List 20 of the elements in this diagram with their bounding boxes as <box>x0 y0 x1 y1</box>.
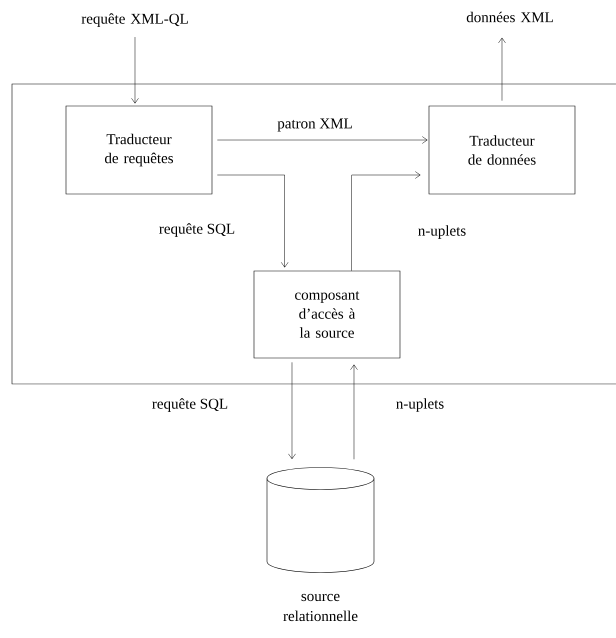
process-box: Traducteur de requêtes <box>66 106 212 194</box>
process-box: composant d’accès à la source <box>254 270 400 358</box>
arrow <box>217 174 288 268</box>
output-text: données XML <box>466 12 553 22</box>
process-box: Traducteur de données <box>428 106 576 194</box>
edge-label: patron XML <box>276 118 354 133</box>
arrow <box>350 364 358 460</box>
database-cylinder <box>266 467 374 573</box>
arrow <box>131 36 139 104</box>
system-box <box>12 84 616 384</box>
node-caption: source relationnelle <box>283 594 358 622</box>
arrow <box>288 362 296 460</box>
arrow <box>217 136 428 144</box>
arrow <box>351 171 420 271</box>
edge-label: requête SQL <box>158 222 236 238</box>
arrow <box>498 38 506 101</box>
input-text: requête XML-QL <box>82 13 188 27</box>
edge-label: requête SQL <box>150 397 230 413</box>
edge-label: n-uplets <box>394 397 446 413</box>
edge-label: n-uplets <box>416 224 468 240</box>
